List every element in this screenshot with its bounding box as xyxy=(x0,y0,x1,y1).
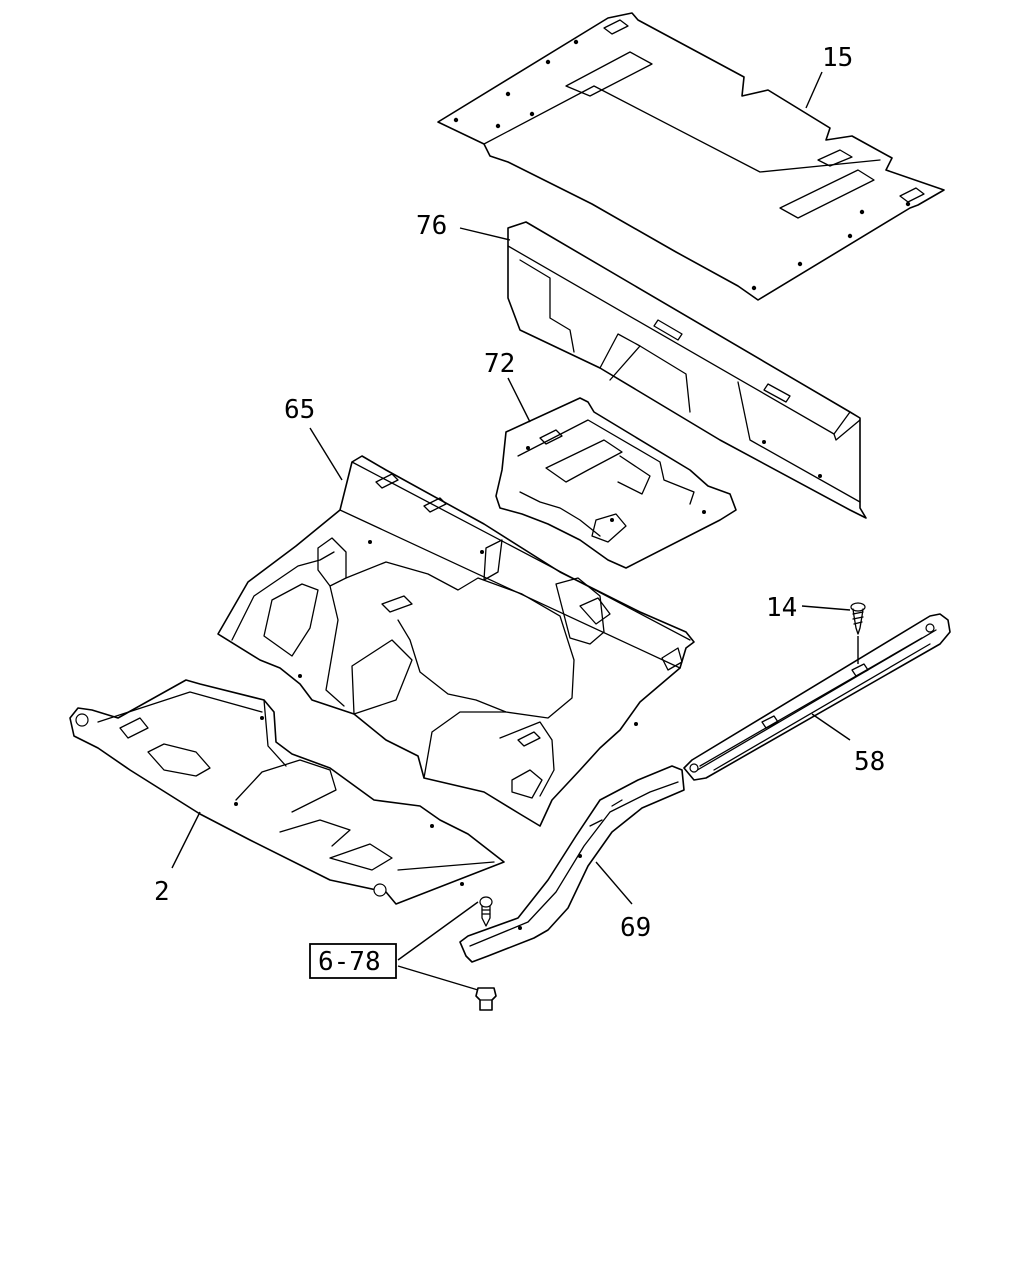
callout-reference: 6-78 xyxy=(318,947,381,977)
part-72-insulator xyxy=(495,397,737,569)
part-69-side-trim xyxy=(459,765,685,963)
callout-72: 72 xyxy=(484,349,515,379)
part-2-front-insulator xyxy=(69,679,505,905)
callout-76: 76 xyxy=(416,211,447,241)
callout-2: 2 xyxy=(154,877,170,907)
part-65-floor-carpet xyxy=(217,455,695,827)
part-58-sill-plate xyxy=(683,613,951,781)
callout-14: 14 xyxy=(766,593,797,623)
reference-box xyxy=(309,943,397,979)
callout-15: 15 xyxy=(822,43,853,73)
part-15-floor-mat xyxy=(437,12,945,301)
callout-69: 69 xyxy=(620,913,651,943)
callout-58: 58 xyxy=(854,747,885,777)
leader-lines xyxy=(171,71,859,991)
part-76-cross-panel xyxy=(507,221,867,519)
push-fastener xyxy=(475,987,497,1011)
callouts: 15 76 72 65 14 58 2 69 6-78 xyxy=(154,43,885,979)
clip-fastener xyxy=(479,896,493,927)
part-14-screw xyxy=(850,602,866,635)
callout-65: 65 xyxy=(284,395,315,425)
